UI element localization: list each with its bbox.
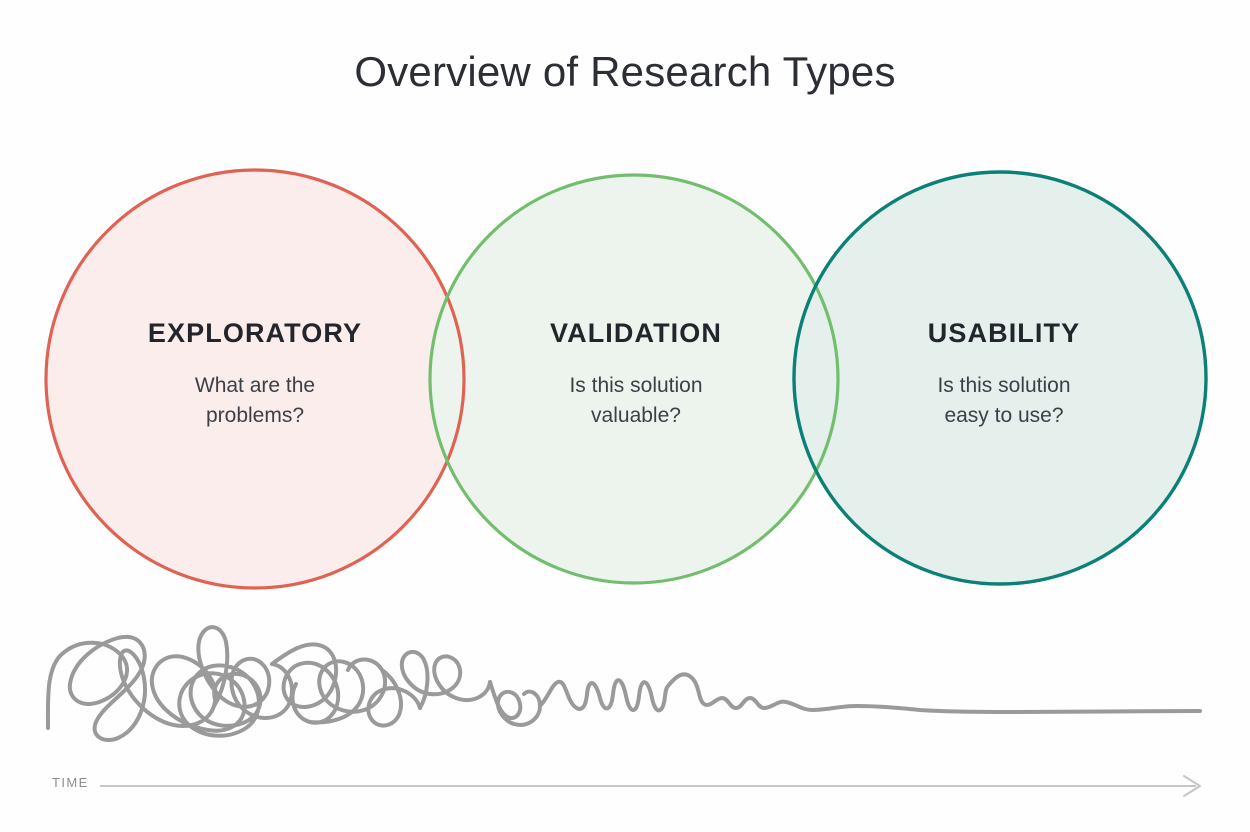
process-squiggle-line bbox=[45, 625, 1202, 742]
circle-fill-validation bbox=[430, 175, 838, 583]
circle-outline-exploratory[interactable] bbox=[44, 168, 466, 590]
circle-fill-exploratory bbox=[46, 170, 464, 588]
circle-fill-usability bbox=[794, 172, 1206, 584]
time-axis-label: TIME bbox=[52, 775, 89, 790]
circle-outline-validation[interactable] bbox=[428, 173, 840, 585]
page-title: Overview of Research Types bbox=[354, 48, 896, 95]
circle-outline-usability[interactable] bbox=[792, 170, 1208, 586]
time-axis-arrow-icon bbox=[1183, 775, 1201, 797]
time-axis bbox=[100, 775, 1201, 797]
